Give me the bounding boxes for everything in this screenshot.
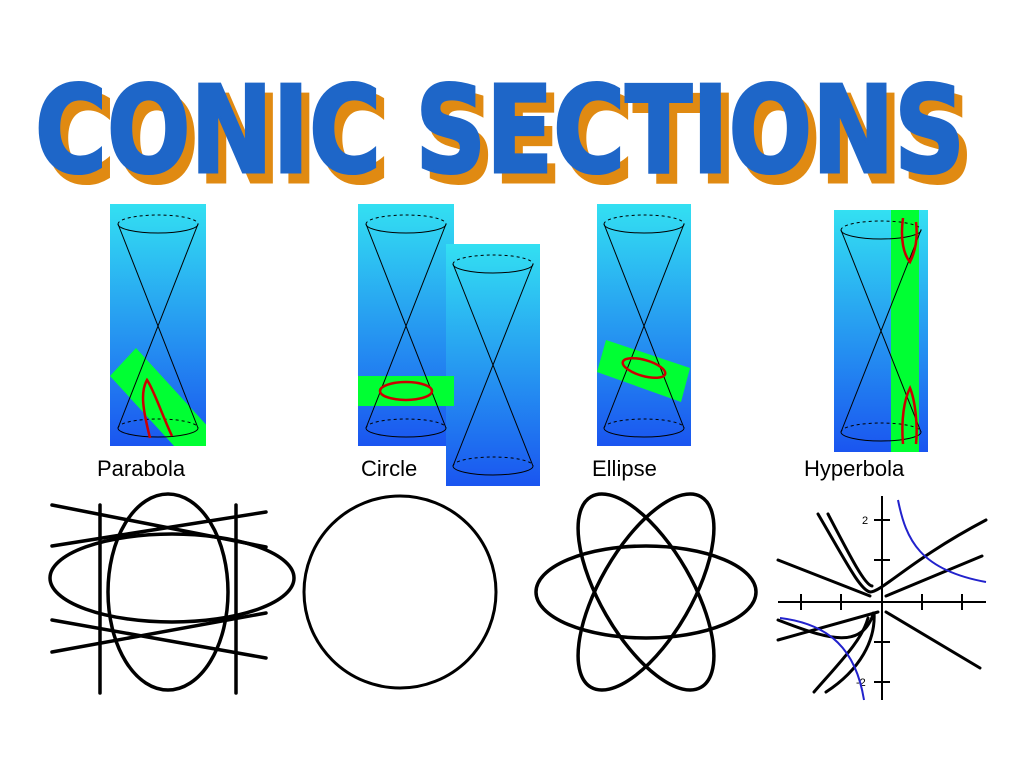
x-ticks	[800, 594, 963, 610]
hyperbola-cone-panel	[834, 210, 928, 452]
graph-axes: 2 -2	[778, 496, 986, 700]
circle-figure	[302, 494, 498, 690]
ellipse-label: Ellipse	[592, 456, 657, 481]
double-cone-right	[452, 254, 534, 476]
line-lower-2	[50, 618, 268, 660]
hyperbola-cut-bottom	[901, 384, 918, 445]
parabola-label: Parabola	[97, 456, 186, 481]
asymptote-1	[884, 554, 984, 598]
y-ticks	[874, 519, 890, 683]
hyperbola-label: Hyperbola	[804, 456, 905, 481]
parabolas-figure	[48, 492, 296, 695]
circle-label: Circle	[361, 456, 418, 481]
parabola-cone-panel	[110, 204, 206, 446]
horizontal-ellipse	[48, 532, 296, 624]
hyperbola-upper-branch	[816, 512, 988, 594]
parabola-cut	[141, 377, 174, 439]
ellipse-rot-60	[576, 492, 716, 692]
asymptote-2	[776, 610, 880, 642]
circle-cut	[378, 380, 434, 402]
ellipse-cut	[621, 356, 667, 380]
line-upper-2	[50, 510, 268, 548]
ellipses-figure	[534, 492, 758, 692]
double-cone-left	[365, 214, 447, 438]
hyperbolas-figure: 2 -2	[776, 496, 988, 701]
blue-hyperbola-lower	[779, 617, 865, 701]
hyperbola-cut-top	[900, 217, 918, 265]
hyperbola-lower-inner	[812, 616, 870, 694]
circle-cone-panel	[358, 204, 540, 486]
double-cone	[603, 214, 685, 438]
line-lower-1	[50, 611, 268, 654]
asymptote-3	[884, 610, 982, 670]
ellipse-cone-panel	[597, 204, 691, 446]
hyperbola-upper-inner	[826, 512, 874, 588]
ellipse-horizontal	[534, 544, 758, 640]
title: CONIC SECTIONS CONIC SECTIONS	[34, 61, 975, 213]
line-upper-1	[50, 503, 268, 549]
asymptote-4	[776, 558, 872, 598]
title-shadow: CONIC SECTIONS	[43, 72, 973, 211]
vertical-ellipse	[106, 492, 230, 692]
title-front: CONIC SECTIONS	[35, 62, 965, 201]
double-cone	[117, 214, 199, 438]
circle-curve	[302, 494, 498, 690]
y-tick-label-top: 2	[862, 515, 868, 527]
ellipse-rot-neg60	[576, 492, 716, 692]
blue-hyperbola-upper	[897, 499, 987, 583]
